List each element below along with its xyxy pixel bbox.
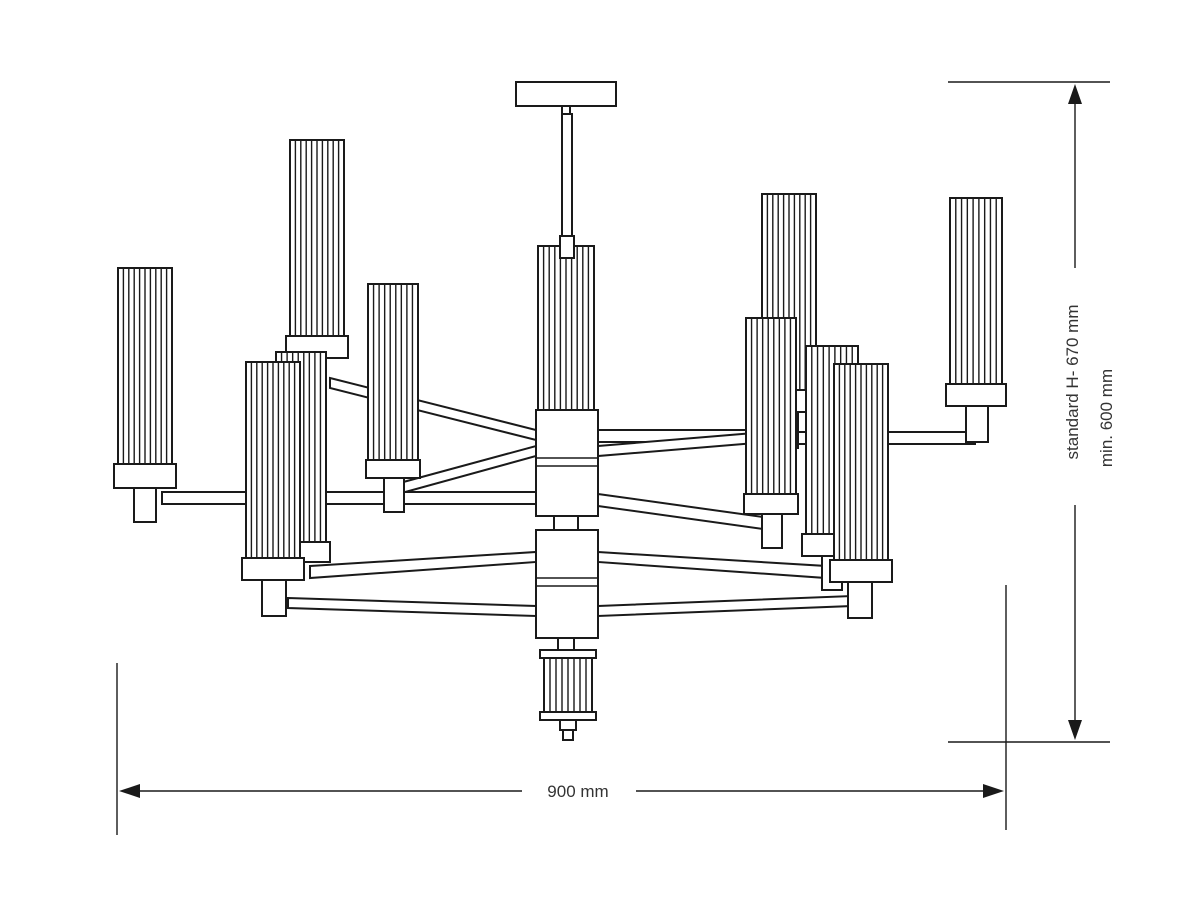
shade-back-right-mid [743, 317, 799, 549]
shade-front-right [829, 363, 893, 619]
width-label: 900 mm [547, 782, 608, 801]
shade-glass [949, 197, 1003, 385]
shade-back-left-tall [285, 139, 349, 359]
center-shade [537, 245, 595, 411]
shade-glass [367, 283, 419, 461]
shade-glass [745, 317, 797, 495]
shade-cup [113, 463, 177, 489]
arm-lower-left-2 [287, 596, 537, 618]
lower-hub [535, 529, 599, 639]
shade-socket [261, 579, 287, 617]
shade-cup [365, 459, 421, 479]
shade-front-far-right [945, 197, 1007, 443]
height-arrow-top [1068, 84, 1082, 104]
min-height-label: min. 600 mm [1097, 369, 1116, 467]
ceiling-canopy [515, 81, 617, 107]
rod-end-cap [559, 235, 575, 259]
arm-left-mid [161, 491, 537, 505]
shade-back-left-mid [365, 283, 421, 513]
arm-lower-right-1 [597, 550, 827, 580]
hub-connector [553, 515, 579, 531]
suspension-rod [561, 113, 573, 241]
canopy-joint [561, 105, 571, 115]
shade-socket [761, 513, 783, 549]
arm-lower-left-1 [309, 550, 537, 580]
dimension-lines: 900 mm standard H- 670 mm min. 600 mm [116, 81, 1116, 835]
shade-socket [133, 487, 157, 523]
shade-socket [847, 581, 873, 619]
shade-socket [383, 477, 405, 513]
shade-center [537, 245, 595, 411]
width-arrow-right [983, 784, 1004, 798]
shade-cup [241, 557, 305, 581]
canopy-and-rod [515, 81, 617, 241]
height-arrow-bottom [1068, 720, 1082, 740]
width-arrow-left [119, 784, 140, 798]
shade-front-left [241, 361, 305, 617]
shade-cup [743, 493, 799, 515]
height-label: standard H- 670 mm [1063, 305, 1082, 460]
shade-cup [945, 383, 1007, 407]
shade-cup [829, 559, 893, 583]
arm-lower-right-2 [597, 594, 853, 618]
shades-front-layer [113, 197, 1007, 619]
shade-socket [965, 405, 989, 443]
shade-cup [801, 533, 837, 557]
arm-back-left-upper [329, 376, 537, 442]
center-hub [535, 409, 599, 653]
shade-front-far-left [113, 267, 177, 523]
finial-tip [562, 729, 574, 741]
bottom-finial [539, 649, 597, 741]
upper-hub [535, 409, 599, 517]
